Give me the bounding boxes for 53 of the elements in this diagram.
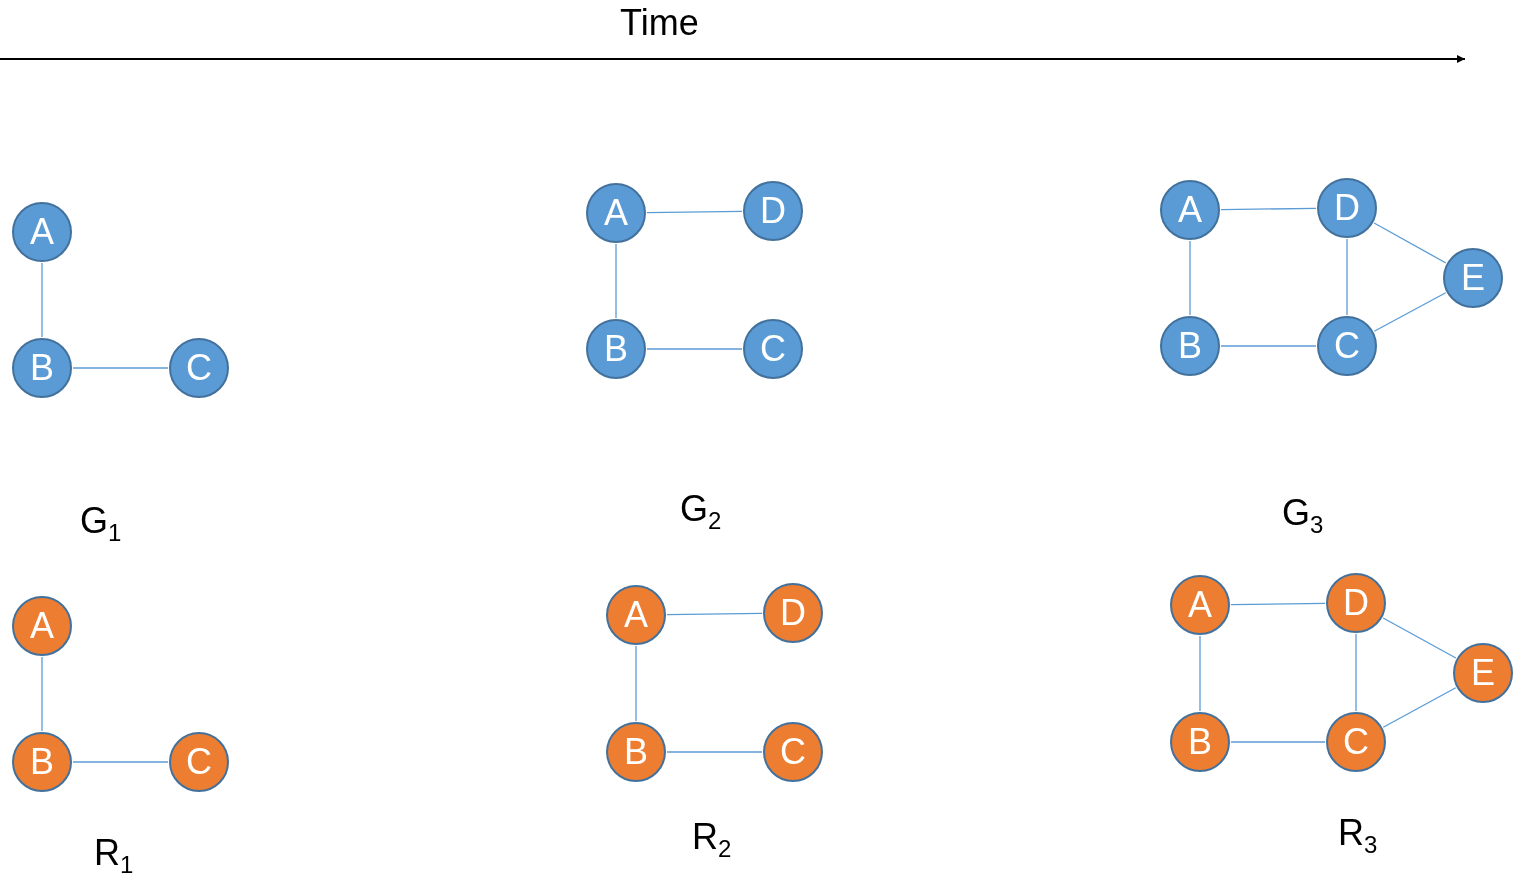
node-circle: C — [1326, 712, 1386, 772]
connector-line — [1230, 602, 1326, 606]
connector-line — [646, 210, 743, 214]
node-circle: A — [12, 202, 72, 262]
connector-line — [1382, 687, 1457, 728]
connector-line — [1373, 222, 1447, 264]
node-circle: B — [12, 732, 72, 792]
connector-line — [41, 656, 43, 732]
node-circle: C — [169, 732, 229, 792]
node-circle: D — [743, 181, 803, 241]
node-circle: C — [743, 319, 803, 379]
connector-line — [635, 645, 637, 722]
node-circle: D — [1317, 178, 1377, 238]
connector-line — [1189, 240, 1191, 316]
connector-line — [41, 262, 43, 338]
node-circle: C — [763, 722, 823, 782]
node-circle: A — [586, 183, 646, 243]
axis-title: Time — [620, 2, 699, 44]
node-circle: D — [763, 583, 823, 643]
connector-line — [1230, 741, 1326, 743]
node-circle: B — [586, 319, 646, 379]
node-circle: E — [1453, 643, 1513, 703]
node-circle: D — [1326, 573, 1386, 633]
connector-line — [1382, 617, 1457, 659]
connector-line — [1199, 635, 1201, 712]
node-circle: C — [169, 338, 229, 398]
connector-line — [666, 612, 763, 616]
graph-label: R$_{2}$ — [692, 816, 732, 864]
connector-line — [666, 751, 763, 753]
connector-line — [72, 761, 169, 763]
graph-label: G$_{1}$ — [80, 500, 122, 548]
node-circle: A — [1160, 180, 1220, 240]
connector-line — [1355, 633, 1357, 712]
connector-line — [615, 243, 617, 319]
graph-label: R$_{1}$ — [94, 832, 134, 880]
node-circle: B — [606, 722, 666, 782]
node-circle: A — [1170, 575, 1230, 635]
connector-line — [1220, 207, 1317, 211]
node-circle: B — [1160, 316, 1220, 376]
node-circle: B — [12, 338, 72, 398]
node-circle: B — [1170, 712, 1230, 772]
node-circle: A — [606, 585, 666, 645]
connector-line — [1346, 238, 1348, 316]
graph-label: G$_{2}$ — [680, 488, 722, 536]
connector-line — [1220, 345, 1317, 347]
connector-line — [72, 367, 169, 369]
graph-label: G$_{3}$ — [1282, 492, 1324, 540]
connector-line — [1373, 292, 1447, 332]
graph-label: R$_{3}$ — [1338, 812, 1378, 860]
node-circle: C — [1317, 316, 1377, 376]
node-circle: E — [1443, 248, 1503, 308]
connector-line — [646, 348, 743, 350]
node-circle: A — [12, 596, 72, 656]
